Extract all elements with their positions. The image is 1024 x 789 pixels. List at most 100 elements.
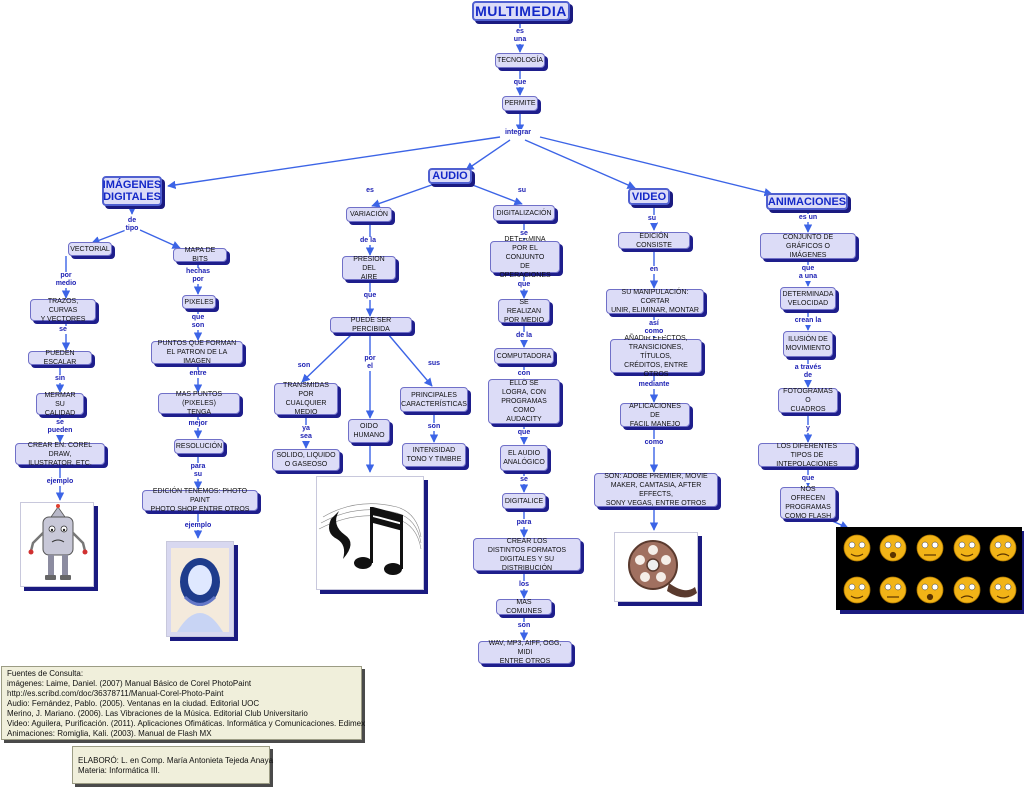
link-label: se pueden xyxy=(46,419,74,435)
node-crear-formatos: CREAR LOS DISTINTOS FORMATOS DIGITALES Y… xyxy=(473,538,581,572)
sources-line: http://es.scribd.com/doc/36378711/Manual… xyxy=(7,689,224,698)
node-vectorial: VECTORIAL xyxy=(68,242,112,256)
node-mermar: MERMAR SU CALIDAD xyxy=(36,392,84,417)
link-label: hechas por xyxy=(184,268,212,284)
node-audio: AUDIO xyxy=(428,168,472,184)
film-reel-icon xyxy=(628,540,697,598)
link-label: que son xyxy=(190,314,206,330)
node-aplicaciones: APLICACIONES DE FACIL MANEJO xyxy=(620,403,690,428)
link-label: ya sea xyxy=(299,425,313,441)
node-mas-comunes: MAS COMUNES xyxy=(496,599,552,615)
link-label: se xyxy=(519,230,529,238)
node-trazos: TRAZOS, CURVAS Y VECTORES xyxy=(30,298,96,323)
link-label: es un xyxy=(797,214,819,222)
robot-icon xyxy=(28,504,88,580)
link-label: para su xyxy=(189,463,207,479)
link-label: así como xyxy=(643,320,665,336)
node-ilusion: ILUSIÓN DE MOVIMIENTO xyxy=(783,331,833,357)
node-computadora: COMPUTADORA xyxy=(494,348,554,364)
node-conjunto-graficos: CONJUNTO DE GRÁFICOS O IMÁGENES xyxy=(760,233,856,259)
film-reel-image xyxy=(614,532,698,602)
link-label: que xyxy=(800,475,816,483)
link-label: y xyxy=(805,425,811,433)
link-label: sus xyxy=(426,360,442,368)
node-oido-humano: OIDO HUMANO xyxy=(348,419,390,443)
node-pueden-escalar: PUEDEN ESCALAR xyxy=(28,350,92,366)
sources-line: Fuentes de Consulta: xyxy=(7,669,84,678)
link-label: que xyxy=(362,292,378,300)
link-label: a través de xyxy=(793,364,823,380)
node-ello-logra: ELLO SE LOGRA, CON PROGRAMAS COMO AUDACI… xyxy=(488,379,560,424)
link-label: es xyxy=(365,187,375,195)
link-label: por medio xyxy=(54,272,78,288)
node-digitalice: DIGITALICE xyxy=(502,493,546,509)
node-video: VIDEO xyxy=(628,188,670,205)
node-edicion-consiste: EDICIÓN CONSISTE xyxy=(618,232,690,249)
node-crear-corel: CREAR EN: COREL DRAW, ILUSTRATOR, ETC. xyxy=(15,442,105,467)
node-transmidas: TRANSMIDAS POR CUALQUIER MEDIO xyxy=(274,382,338,416)
link-label: que xyxy=(516,429,532,437)
node-su-manipulacion: SU MANIPULACIÓN: CORTAR UNIR, ELIMINAR, … xyxy=(606,289,704,314)
node-puntos-forman: PUNTOS QUE FORMAN EL PATRON DE LA IMAGEN xyxy=(151,340,243,365)
link-label: integrar xyxy=(503,129,533,137)
node-solido: SOLIDO, LIQUIDO O GASEOSO xyxy=(272,449,340,471)
link-label: se xyxy=(519,476,529,484)
node-principales: PRINCIPALES CARACTERÍSTICAS xyxy=(400,387,468,412)
link-label: ejemplo xyxy=(45,478,75,486)
sources-line: Audio: Fernández, Pablo. (2005). Ventana… xyxy=(7,699,260,708)
link-label: sin xyxy=(53,375,67,383)
link-label: los xyxy=(517,581,531,589)
link-label: por el xyxy=(363,355,377,371)
node-anadir: AÑADIR EFECTOS, TRANSICIONES, TÍTULOS, C… xyxy=(610,335,702,378)
node-digitalizacion: DIGITALIZACIÓN xyxy=(493,205,555,221)
link-label: de la xyxy=(515,332,533,340)
link-label: su xyxy=(516,187,528,195)
emoticons-image xyxy=(836,527,1022,610)
node-determinada-velocidad: DETERMINADA VELOCIDAD xyxy=(780,287,836,310)
link-label: de tipo xyxy=(124,217,140,233)
link-label: se xyxy=(58,326,68,334)
music-notes-image xyxy=(316,476,424,590)
link-label: son xyxy=(426,423,442,431)
portrait-icon xyxy=(171,548,229,632)
link-label: que a una xyxy=(797,265,819,281)
link-label: mediante xyxy=(637,381,671,389)
node-pixeles: PIXELES xyxy=(182,295,216,309)
link-label: de la xyxy=(359,237,377,245)
link-label: es una xyxy=(512,28,528,44)
author-note: ELABORÓ: L. en Comp. María Antonieta Tej… xyxy=(72,746,274,784)
node-imagenes-digitales: IMÁGENES DIGITALES xyxy=(102,176,162,206)
emoticon-faces-icon xyxy=(843,534,1017,604)
sources-note: Fuentes de Consulta: imágenes: Laime, Da… xyxy=(1,666,366,740)
node-mapa-de-bits: MAPA DE BITS xyxy=(173,247,227,263)
link-label: que xyxy=(512,79,528,87)
node-variacion: VARIACIÓN xyxy=(346,207,392,222)
node-determina: DETERMINA POR EL CONJUNTO DE OPERACIONES xyxy=(490,236,560,279)
photo-image xyxy=(166,541,234,637)
node-diferentes-tipos: LOS DIFERENTES TIPOS DE INTEPOLACIONES xyxy=(758,443,856,468)
link-label: son xyxy=(516,622,532,630)
link-label: con xyxy=(516,370,532,378)
link-label: para xyxy=(515,519,533,527)
node-intensidad: INTENSIDAD TONO Y TIMBRE xyxy=(402,443,466,467)
node-presion-aire: PRESION DEL AIRE xyxy=(342,256,396,281)
node-multimedia: MULTIMEDIA xyxy=(472,1,570,21)
node-puede-percibida: PUEDE SER PERCIBIDA xyxy=(330,317,412,333)
link-label: mejor xyxy=(187,420,209,428)
robot-image xyxy=(20,502,94,587)
node-permite: PERMITE xyxy=(502,96,538,111)
node-tecnologia: TECNOLOGÍA xyxy=(495,53,545,68)
link-label: en xyxy=(648,266,660,274)
node-nos-ofrecen: NOS OFRECEN PROGRAMAS COMO FLASH xyxy=(780,486,836,520)
link-label: crean la xyxy=(793,317,823,325)
node-fotogramas: FOTOGRAMAS O CUADROS xyxy=(778,388,838,413)
sources-line: Video: Aguilera, Purificación. (2011). A… xyxy=(7,719,366,728)
link-label: que xyxy=(516,281,532,289)
node-se-realizan: SE REALIZAN POR MEDIO xyxy=(498,299,550,324)
node-animaciones: ANIMACIONES xyxy=(766,193,848,210)
music-notes-icon xyxy=(318,503,422,575)
author-line: ELABORÓ: L. en Comp. María Antonieta Tej… xyxy=(78,756,274,765)
link-label: ejemplo xyxy=(183,522,213,530)
sources-line: imágenes: Laime, Daniel. (2007) Manual B… xyxy=(7,679,252,688)
sources-line: Animaciones: Romiglia, Kali. (2003). Man… xyxy=(7,729,212,738)
